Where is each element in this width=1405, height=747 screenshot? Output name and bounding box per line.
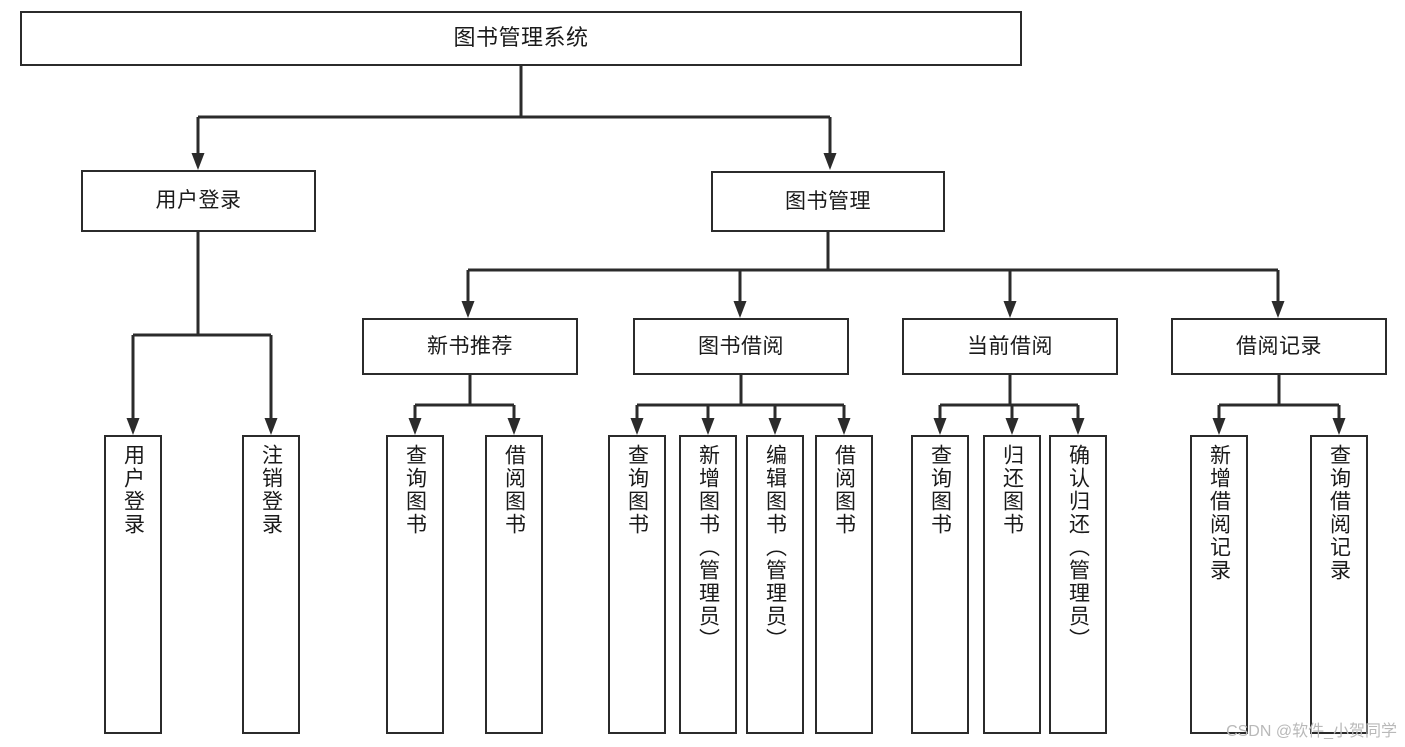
node-label-leaf-add-book: 新增图书（管理员）: [696, 444, 720, 651]
node-label-leaf-query-book-1: 查询图书: [403, 444, 427, 536]
node-leaf-user-login[interactable]: 用户登录: [104, 435, 162, 734]
book-manage-split-arrow-3-head: [1271, 301, 1285, 318]
node-root[interactable]: 图书管理系统: [20, 11, 1022, 66]
book-borrow-split-arrow-1-head: [701, 418, 715, 435]
root-split-arrow-1-head: [823, 153, 837, 170]
node-leaf-edit-book[interactable]: 编辑图书（管理员）: [746, 435, 804, 734]
node-leaf-query-book-3[interactable]: 查询图书: [911, 435, 969, 734]
node-user-login[interactable]: 用户登录: [81, 170, 316, 232]
borrow-record-split-arrow-1-head: [1332, 418, 1346, 435]
node-label-leaf-query-record: 查询借阅记录: [1327, 444, 1351, 582]
node-label-leaf-logout: 注销登录: [259, 444, 283, 536]
node-label-leaf-query-book-3: 查询图书: [928, 444, 952, 536]
new-book-rec-split-arrow-0-head: [408, 418, 422, 435]
node-leaf-query-record[interactable]: 查询借阅记录: [1310, 435, 1368, 734]
node-leaf-confirm-return[interactable]: 确认归还（管理员）: [1049, 435, 1107, 734]
book-manage-split-arrow-1-head: [733, 301, 747, 318]
node-leaf-return-book[interactable]: 归还图书: [983, 435, 1041, 734]
current-borrow-split-arrow-0-head: [933, 418, 947, 435]
current-borrow-split-arrow-1-head: [1005, 418, 1019, 435]
node-label-book-manage: 图书管理: [785, 189, 871, 213]
node-leaf-query-book-1[interactable]: 查询图书: [386, 435, 444, 734]
user-login-split-arrow-1-head: [264, 418, 278, 435]
node-label-leaf-return-book: 归还图书: [1000, 444, 1024, 536]
node-label-current-borrow: 当前借阅: [967, 334, 1053, 358]
node-leaf-query-book-2[interactable]: 查询图书: [608, 435, 666, 734]
node-label-new-book-rec: 新书推荐: [427, 334, 513, 358]
book-manage-split-arrow-2-head: [1003, 301, 1017, 318]
node-label-leaf-borrow-book-1: 借阅图书: [502, 444, 526, 536]
node-new-book-rec[interactable]: 新书推荐: [362, 318, 578, 375]
node-label-leaf-edit-book: 编辑图书（管理员）: [763, 444, 787, 651]
node-leaf-add-book[interactable]: 新增图书（管理员）: [679, 435, 737, 734]
node-leaf-borrow-book-1[interactable]: 借阅图书: [485, 435, 543, 734]
current-borrow-split-arrow-2-head: [1071, 418, 1085, 435]
node-label-root: 图书管理系统: [453, 25, 589, 51]
borrow-record-split-arrow-0-head: [1212, 418, 1226, 435]
node-leaf-logout[interactable]: 注销登录: [242, 435, 300, 734]
book-borrow-split-arrow-3-head: [837, 418, 851, 435]
node-book-borrow[interactable]: 图书借阅: [633, 318, 849, 375]
user-login-split-arrow-0-head: [126, 418, 140, 435]
book-manage-split-arrow-0-head: [461, 301, 475, 318]
root-split-arrow-0-head: [191, 153, 205, 170]
node-label-book-borrow: 图书借阅: [698, 334, 784, 358]
book-borrow-split-arrow-2-head: [768, 418, 782, 435]
node-current-borrow[interactable]: 当前借阅: [902, 318, 1118, 375]
node-label-borrow-record: 借阅记录: [1236, 334, 1322, 358]
node-label-leaf-query-book-2: 查询图书: [625, 444, 649, 536]
node-label-leaf-add-record: 新增借阅记录: [1207, 444, 1231, 582]
new-book-rec-split-arrow-1-head: [507, 418, 521, 435]
node-book-manage[interactable]: 图书管理: [711, 171, 945, 232]
connector-lines: [126, 66, 1346, 435]
node-leaf-add-record[interactable]: 新增借阅记录: [1190, 435, 1248, 734]
node-label-leaf-borrow-book-2: 借阅图书: [832, 444, 856, 536]
node-leaf-borrow-book-2[interactable]: 借阅图书: [815, 435, 873, 734]
node-label-user-login: 用户登录: [155, 189, 242, 213]
book-borrow-split-arrow-0-head: [630, 418, 644, 435]
node-borrow-record[interactable]: 借阅记录: [1171, 318, 1387, 375]
node-label-leaf-user-login: 用户登录: [121, 444, 145, 536]
node-label-leaf-confirm-return: 确认归还（管理员）: [1066, 444, 1090, 651]
